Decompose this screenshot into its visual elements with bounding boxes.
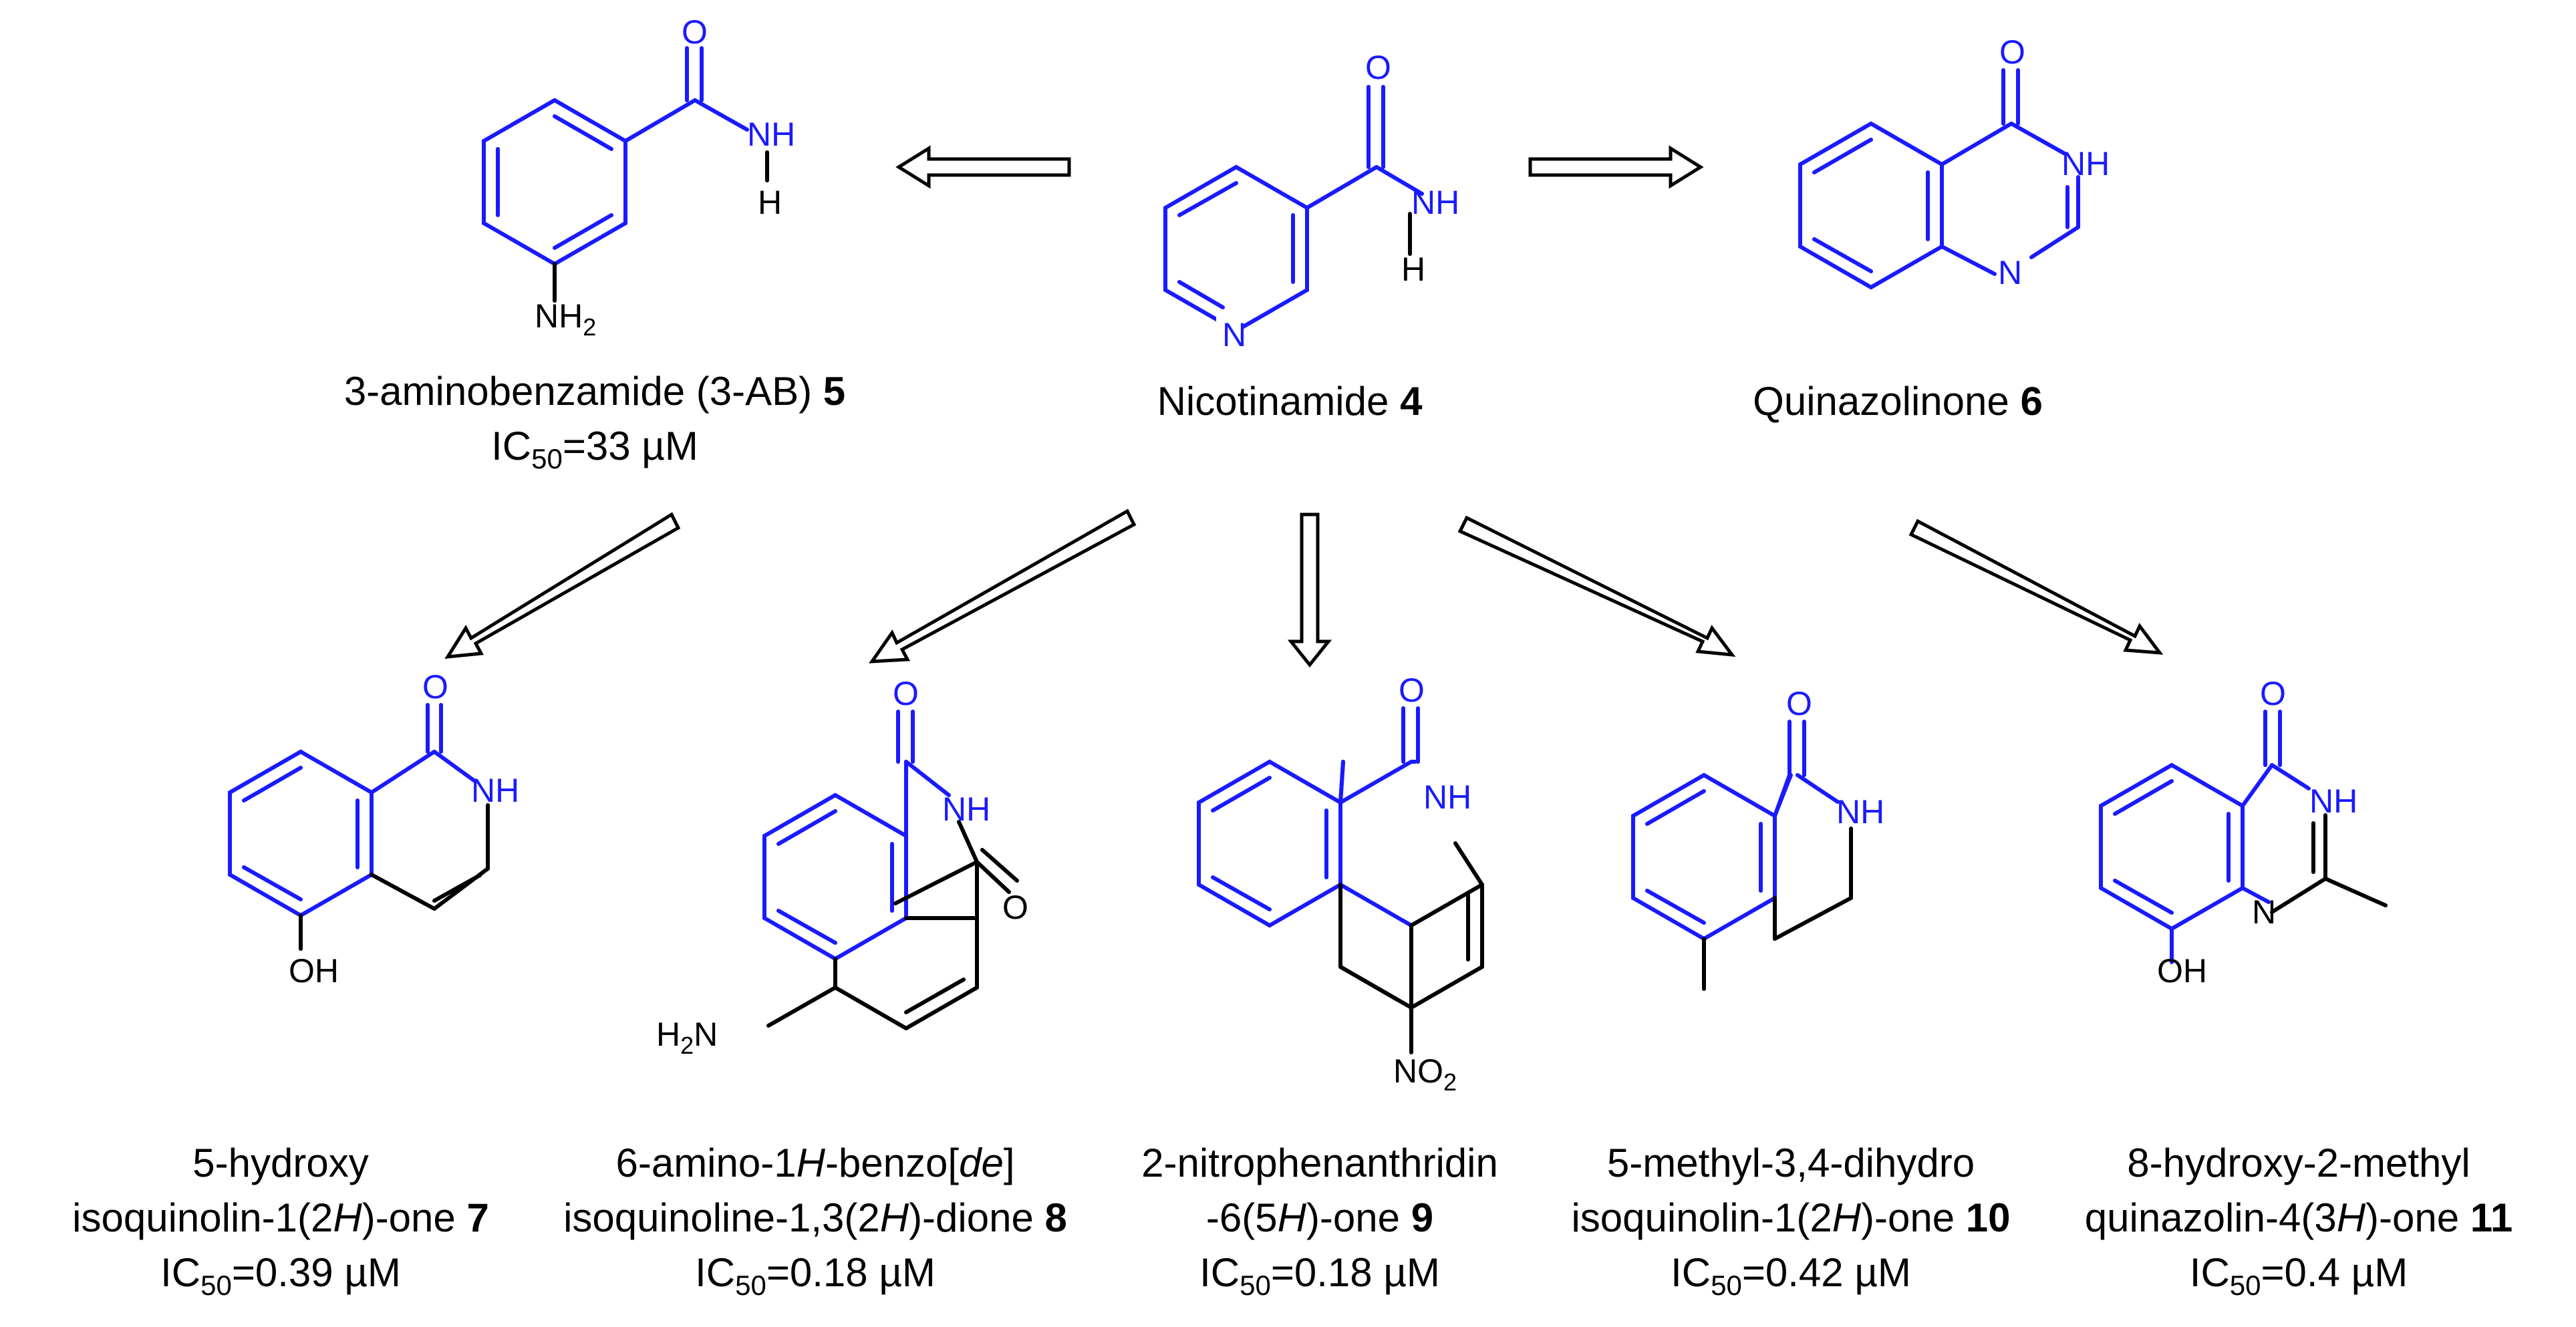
label-compound-9: 2-nitrophenanthridin -6(5H)-one 9 IC50=0… <box>1141 1141 1498 1301</box>
atom-nh: NH <box>1423 778 1471 816</box>
arrow-to-quinazolinone <box>1528 145 1704 189</box>
atom-h: H <box>1401 251 1425 288</box>
arrow-to-compound-9 <box>1287 512 1332 668</box>
atom-o: O <box>682 13 708 51</box>
arrow-to-3-ab <box>895 145 1071 189</box>
atom-o: O <box>1786 685 1812 722</box>
atom-nh: NH <box>2309 782 2357 820</box>
structure-nicotinamide: O NH H N <box>1163 49 1459 353</box>
atom-n: N <box>1222 316 1246 353</box>
atom-nh: NH <box>1411 184 1459 221</box>
structure-compound-8: O NH O H2N <box>656 675 1028 1059</box>
structure-compound-7: O NH OH <box>228 668 519 990</box>
label-compound-6: Quinazolinone 6 <box>1753 379 2043 424</box>
label-compound-7: 5-hydroxy isoquinolin-1(2H)-one 7 IC50=0… <box>72 1141 489 1301</box>
atom-o2: O <box>1002 889 1028 926</box>
atom-oh: OH <box>289 952 339 990</box>
atom-nh: NH <box>747 116 795 153</box>
atom-o: O <box>1999 33 2025 71</box>
label-compound-10: 5-methyl-3,4-dihydro isoquinolin-1(2H)-o… <box>1571 1141 2011 1301</box>
arrow-to-compound-10 <box>1457 515 1736 657</box>
atom-nh: NH <box>471 772 519 809</box>
structure-compound-10: O NH <box>1631 685 1884 991</box>
atom-nh: NH <box>2061 145 2110 182</box>
atom-nh: NH <box>942 790 990 828</box>
atom-o: O <box>2260 675 2286 712</box>
arrow-to-compound-11 <box>1908 519 2164 655</box>
atom-o: O <box>1365 49 1391 86</box>
atom-o: O <box>1399 672 1425 709</box>
label-compound-4: Nicotinamide 4 <box>1157 379 1423 424</box>
atom-oh: OH <box>2157 952 2207 990</box>
atom-nh2: NH2 <box>535 297 596 341</box>
label-compound-11: 8-hydroxy-2-methyl quinazolin-4(3H)-one … <box>2084 1141 2513 1301</box>
label-compound-8: 6-amino-1H-benzo[de] isoquinoline-1,3(2H… <box>563 1141 1067 1301</box>
atom-n: N <box>1998 254 2022 291</box>
atom-h2n: H2N <box>656 1016 718 1059</box>
structure-compound-9: O NH NO2 <box>1197 672 1484 1096</box>
structure-compound-11: O NH N OH <box>2099 675 2388 990</box>
label-compound-5: 3-aminobenzamide (3-AB) 5 IC50=33 µM <box>343 369 846 474</box>
atom-no2: NO2 <box>1393 1052 1457 1096</box>
arrow-to-compound-8 <box>869 508 1137 664</box>
atom-nh: NH <box>1836 793 1884 831</box>
atom-h: H <box>758 184 782 221</box>
atom-n: N <box>2252 893 2276 931</box>
atom-o: O <box>422 668 448 706</box>
structure-quinazolinone: O NH N <box>1798 33 2110 291</box>
atom-o1: O <box>893 675 919 712</box>
structure-3-aminobenzamide: O NH H NH2 <box>482 13 795 341</box>
arrow-to-compound-7 <box>444 512 681 659</box>
